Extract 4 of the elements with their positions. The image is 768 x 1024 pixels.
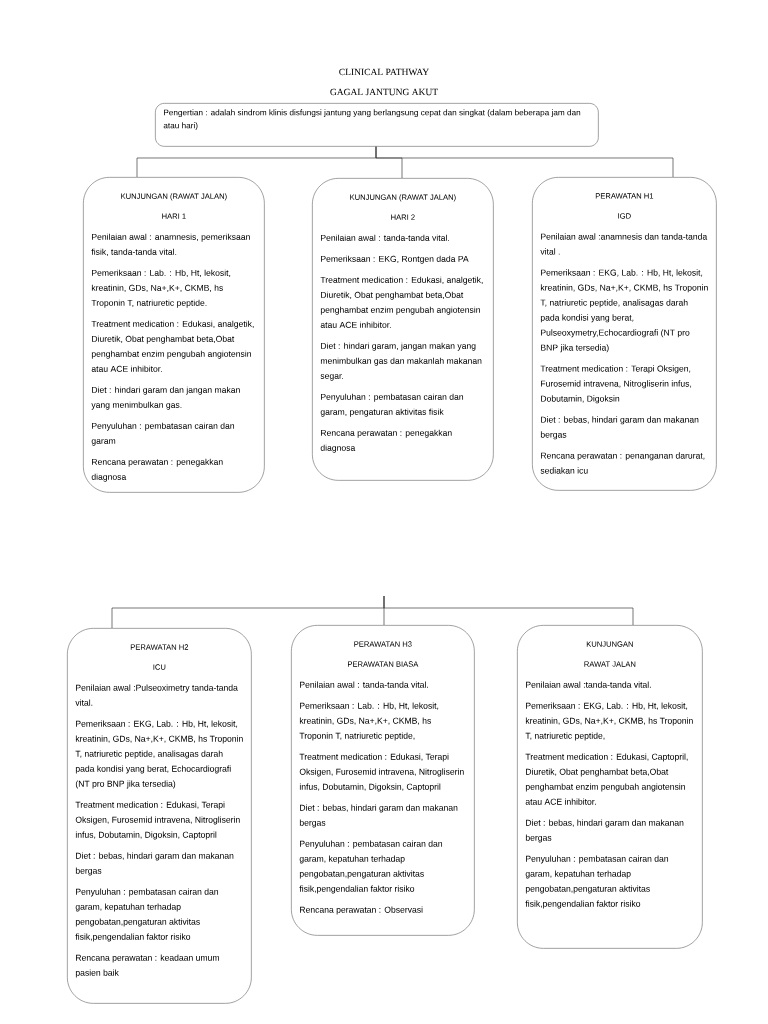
connector-line: [375, 146, 674, 178]
pathway-box: Pengertian : adalah sindrom klinis disfungsi jantung yang berlangsung cepat dan singkat (dalam beberapa jam dan atau hari): [155, 103, 599, 147]
title: CLINICAL PATHWAY: [339, 68, 429, 76]
connector-line: [383, 595, 634, 626]
